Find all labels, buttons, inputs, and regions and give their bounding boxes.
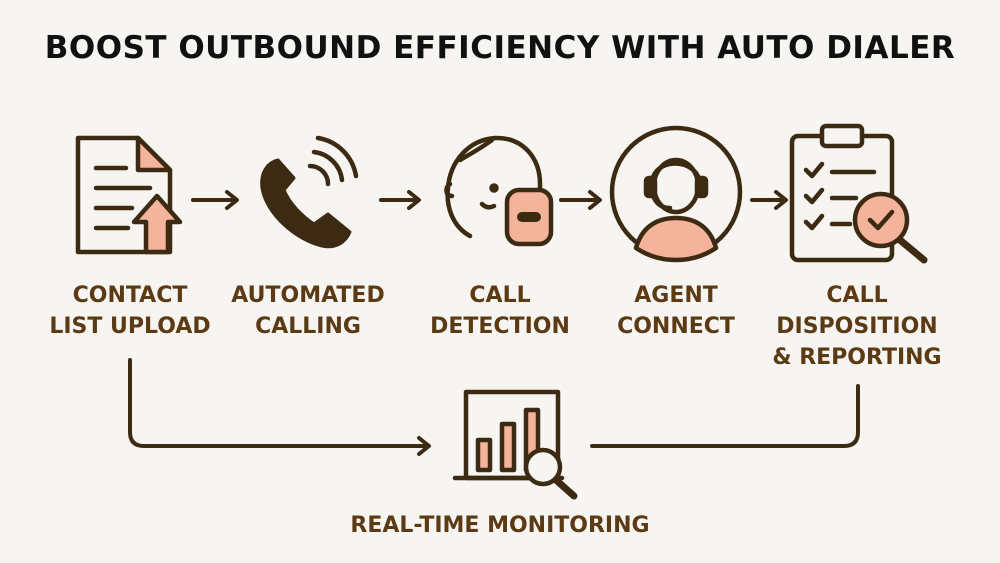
page-title: BOOST OUTBOUND EFFICIENCY WITH AUTO DIAL… bbox=[44, 30, 956, 66]
step-label-automated-calling: AUTOMATED CALLING bbox=[231, 283, 385, 339]
phone-ringing-icon bbox=[260, 135, 359, 249]
clipboard-checklist-icon bbox=[789, 123, 928, 264]
step-label-contact-list-upload: CONTACT LIST UPLOAD bbox=[49, 283, 211, 339]
monitoring-label: REAL-TIME MONITORING bbox=[350, 513, 650, 538]
step-label-agent-connect: AGENT CONNECT bbox=[617, 283, 735, 339]
flow-arrow-4 bbox=[750, 190, 788, 210]
flow-arrow-3 bbox=[559, 190, 602, 210]
flow-arrow-1 bbox=[191, 190, 239, 210]
document-upload-icon bbox=[75, 135, 183, 255]
face-with-voicemail-icon bbox=[444, 135, 554, 247]
agent-headset-icon bbox=[609, 125, 743, 263]
monitoring-connector-left bbox=[128, 358, 431, 456]
flow-arrow-2 bbox=[379, 190, 421, 210]
monitoring-connector-right bbox=[590, 384, 860, 448]
step-label-call-disposition-reporting: CALL DISPOSITION & REPORTING bbox=[772, 283, 942, 370]
step-label-call-detection: CALL DETECTION bbox=[430, 283, 570, 339]
bar-chart-magnifier-icon bbox=[452, 389, 578, 500]
